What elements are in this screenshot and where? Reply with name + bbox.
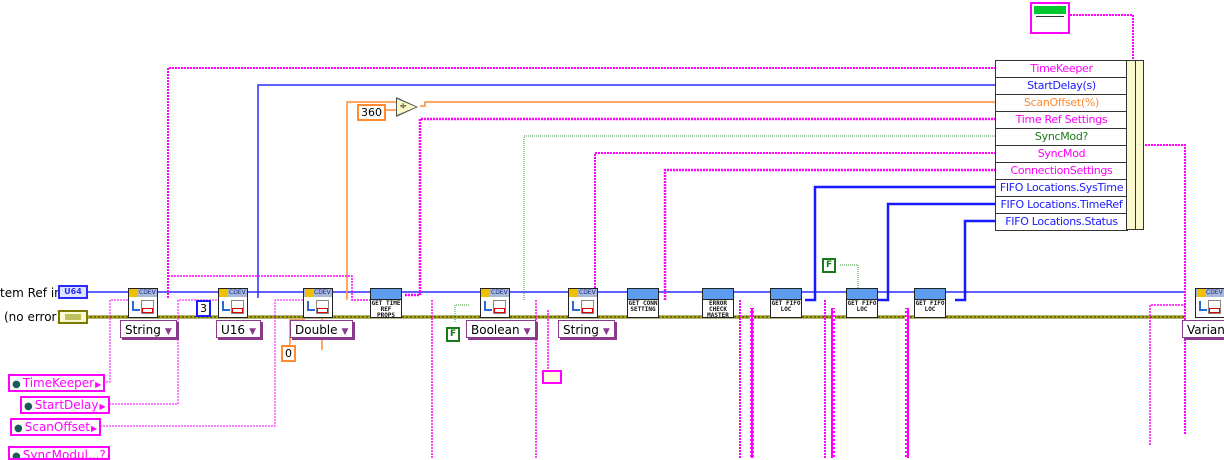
bundle-output-wire — [1145, 144, 1186, 435]
chevron-down-icon: ▼ — [249, 327, 256, 337]
boolean-constant-false-2[interactable]: F — [822, 258, 837, 273]
fifo-status-wire — [955, 219, 995, 302]
divide-icon: ÷ — [399, 101, 408, 112]
chevron-down-icon: ▼ — [523, 327, 531, 337]
global-var-scanoffset[interactable]: ●ScanOffset▶ — [10, 418, 102, 436]
cluster-indicator-icon — [1034, 6, 1066, 14]
error-in-label: (no error) — [4, 310, 62, 324]
syncmod-wire — [594, 152, 995, 300]
bundle-element[interactable]: FIFO Locations.TimeRef — [996, 197, 1127, 214]
boolean-constant-false[interactable]: F — [446, 327, 461, 342]
cdev-node-variant[interactable]: CDEV — [1195, 288, 1224, 318]
fifo-systime-wire — [805, 185, 995, 302]
type-selector-string[interactable]: String▼ — [120, 320, 177, 338]
bundle-element[interactable]: SyncMod? — [996, 129, 1127, 146]
type-selector-u16[interactable]: U16▼ — [216, 320, 261, 338]
scanoffset-wire — [346, 101, 995, 300]
double-constant[interactable]: 0 — [281, 345, 296, 362]
divisor-constant[interactable]: 360 — [357, 104, 386, 121]
type-selector-boolean[interactable]: Boolean▼ — [466, 320, 536, 338]
fifo-timeref-wire — [878, 202, 995, 302]
type-selector-string-2[interactable]: String▼ — [558, 320, 615, 338]
bundle-output-terminal[interactable] — [1126, 60, 1144, 230]
startdelay-wire — [257, 84, 995, 298]
connsettings-wire — [663, 168, 995, 300]
cdev-node-u16[interactable]: CDEV — [218, 288, 248, 318]
error-cluster-icon — [65, 314, 81, 320]
empty-string-constant[interactable] — [542, 370, 562, 384]
cdev-node-string[interactable]: CDEV — [128, 288, 158, 318]
subvi-get-fifo-loc-2[interactable]: GET FIFO LOC — [846, 288, 878, 318]
global-var-timekeeper[interactable]: ●TimeKeeper▶ — [8, 374, 106, 392]
chevron-down-icon: ▼ — [341, 327, 349, 337]
system-ref-terminal[interactable]: U64 — [58, 285, 88, 299]
type-selector-double[interactable]: Double▼ — [290, 320, 354, 338]
subvi-error-check-master[interactable]: ERROR CHECK MASTER — [702, 288, 734, 319]
cluster-indicator[interactable] — [1030, 2, 1070, 34]
type-selector-variant[interactable]: Variant — [1182, 320, 1224, 338]
bundle-element[interactable]: ScanOffset(%) — [996, 95, 1127, 112]
bundle-element[interactable]: Time Ref Settings — [996, 112, 1127, 129]
subvi-get-fifo-loc-3[interactable]: GET FIFO LOC — [914, 288, 946, 318]
bundle-element[interactable]: ConnectionSettings — [996, 163, 1127, 180]
subvi-get-conn-setting[interactable]: GET CONN SETTING — [627, 288, 659, 318]
u16-constant[interactable]: 3 — [196, 300, 211, 317]
bundle-element[interactable]: StartDelay(s) — [996, 78, 1127, 95]
subvi-get-fifo-loc-1[interactable]: GET FIFO LOC — [770, 288, 802, 318]
error-in-terminal[interactable] — [58, 310, 88, 324]
globe-icon: ● — [24, 401, 33, 412]
syncmod-bool-wire — [523, 135, 995, 300]
cdev-node-double[interactable]: CDEV — [303, 288, 333, 318]
cdev-node-boolean[interactable]: CDEV — [480, 288, 510, 318]
subvi-get-time-ref-props[interactable]: GET TIME REF PROPS — [370, 288, 402, 319]
timekeeper-wire — [167, 67, 995, 298]
system-ref-label: tem Ref in — [0, 286, 62, 300]
globe-icon: ● — [12, 451, 21, 460]
bundle-element[interactable]: FIFO Locations.Status — [1005, 215, 1118, 228]
bundle-element[interactable]: FIFO Locations.SysTime — [996, 180, 1127, 197]
chevron-down-icon: ▼ — [602, 327, 610, 337]
timeref-wire — [405, 117, 995, 297]
cdev-node-string-2[interactable]: CDEV — [568, 288, 598, 318]
globe-icon: ● — [14, 423, 23, 434]
globe-icon: ● — [12, 379, 21, 390]
bundle-element[interactable]: SyncMod — [996, 146, 1127, 163]
chevron-down-icon: ▼ — [164, 327, 172, 337]
bundle-element[interactable]: TimeKeeper — [996, 61, 1127, 78]
global-var-startdelay[interactable]: ●StartDelay▶ — [20, 396, 110, 414]
